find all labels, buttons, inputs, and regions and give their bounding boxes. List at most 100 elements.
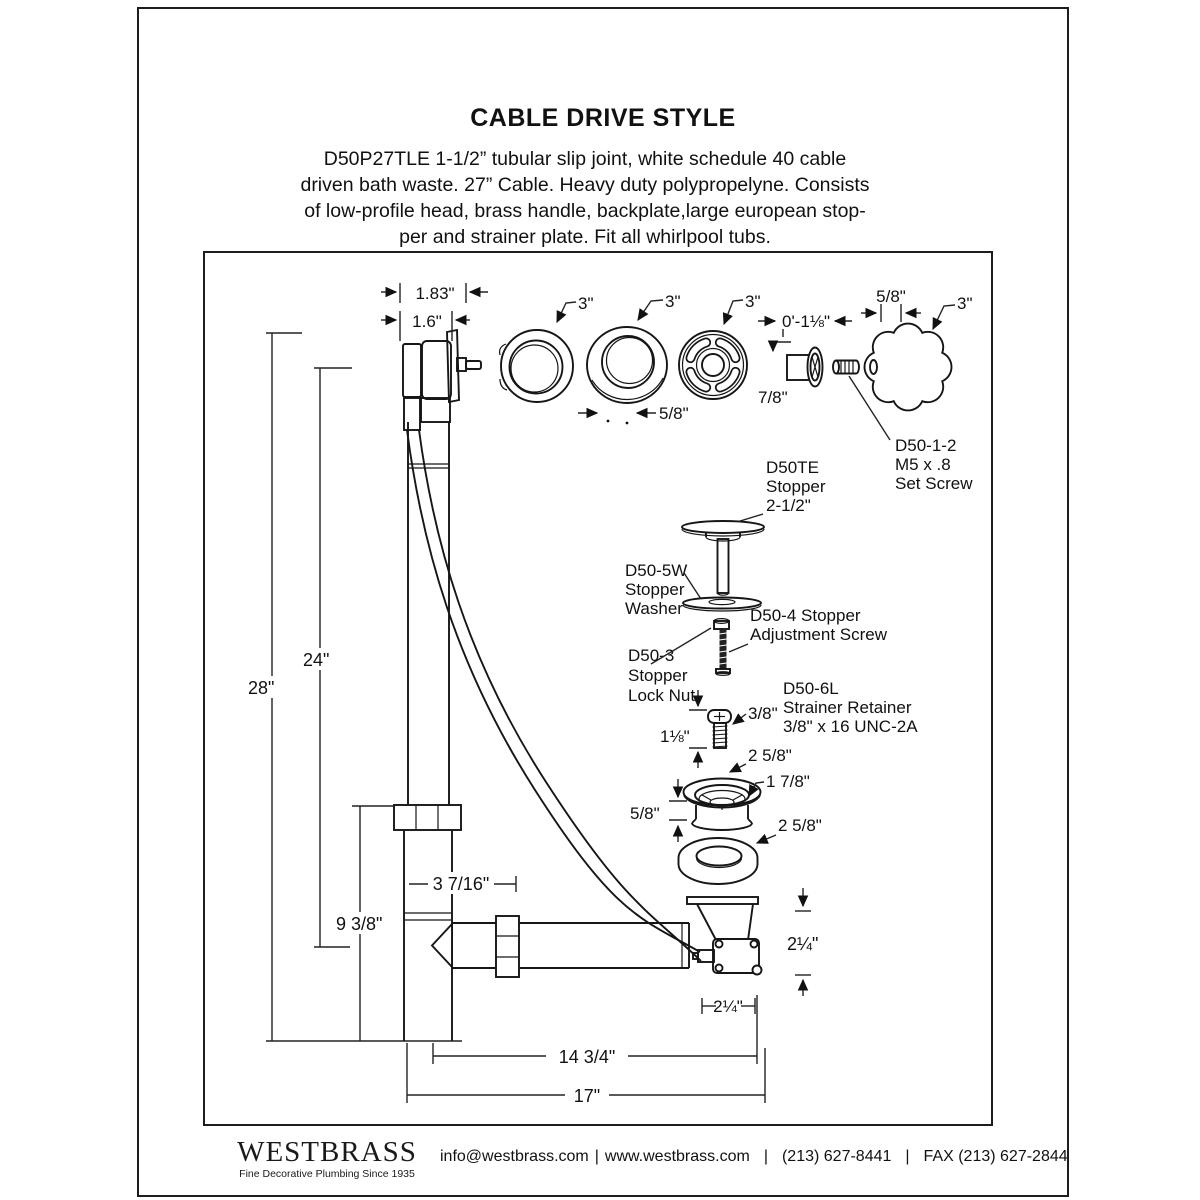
dim-9-3-8: 9 3/8" xyxy=(334,805,394,1041)
part-number: D50-4 Stopper xyxy=(750,606,861,625)
waste-arm xyxy=(452,915,690,978)
dim-2-58-label: 2 5/8" xyxy=(748,746,792,765)
brand-logo: WESTBRASS xyxy=(237,1136,417,1168)
contact-strip: info@westbrass.com|www.westbrass.com|(21… xyxy=(440,1148,1068,1166)
part-number: D50-3 xyxy=(628,646,674,665)
description-line: per and strainer plate. Fit all whirlpoo… xyxy=(399,226,771,248)
brand-tagline: Fine Decorative Plumbing Since 1935 xyxy=(239,1168,415,1180)
label-stopper-washer: D50-5W Stopper Washer xyxy=(625,561,702,618)
part-thread-spec: 3/8" x 16 UNC-2A xyxy=(783,717,918,736)
faceplate-ring-plain xyxy=(499,329,574,403)
part-number: D50-1-2 xyxy=(895,436,956,455)
waste-tee xyxy=(403,830,453,1041)
dim-2-14-horizontal: 2¼" xyxy=(701,997,756,1016)
label-lock-nut: D50-3 Stopper Lock Nut xyxy=(628,627,712,705)
label-strainer-retainer: D50-6L Strainer Retainer 3/8" x 16 UNC-2… xyxy=(783,679,918,736)
dim-7-8: 7/8" xyxy=(758,340,791,407)
contact-phone: (213) 627-8441 xyxy=(781,1148,892,1165)
dim-28-label: 28" xyxy=(248,678,274,698)
set-screw xyxy=(832,359,891,441)
dim-9-3-8-label: 9 3/8" xyxy=(336,914,382,934)
dim-3-knob: 3" xyxy=(932,294,973,331)
part-name: Stopper xyxy=(628,666,688,685)
drive-cable xyxy=(406,429,702,962)
cable-housing xyxy=(712,938,760,974)
description-line: driven bath waste. 27” Cable. Heavy duty… xyxy=(300,174,870,196)
dim-1-78-label: 1 7/8" xyxy=(766,772,810,791)
dim-1-83-label: 1.83" xyxy=(415,284,454,303)
description-line: of low-profile head, brass handle, backp… xyxy=(304,200,866,222)
stopper-washer xyxy=(682,596,762,612)
dim-3-faceplate-3: 3" xyxy=(722,292,761,326)
part-size: 2-1/2" xyxy=(766,496,811,515)
adjustment-screw xyxy=(715,629,731,676)
separator: | xyxy=(763,1148,768,1165)
part-number: D50-6L xyxy=(783,679,839,698)
part-name: Washer xyxy=(625,599,683,618)
stopper xyxy=(681,520,765,596)
page-border xyxy=(137,7,1069,1197)
part-number: D50-5W xyxy=(625,561,687,580)
dim-2-14-label: 2¼" xyxy=(787,934,818,954)
label-adjustment-screw: D50-4 Stopper Adjustment Screw xyxy=(728,606,888,653)
dim-1-6-label: 1.6" xyxy=(412,312,442,331)
dim-2-58-top: 2 5/8" xyxy=(728,746,792,773)
part-spec: M5 x .8 xyxy=(895,455,951,474)
cable-drive-head xyxy=(402,328,482,431)
dim-3-label: 3" xyxy=(665,292,681,311)
set-screw-hole xyxy=(869,359,878,375)
dim-14-34: 14 3/4" xyxy=(432,995,758,1067)
dim-7-8-label: 7/8" xyxy=(758,388,788,407)
page-title: CABLE DRIVE STYLE xyxy=(470,104,736,132)
dim-3-label: 3" xyxy=(957,294,973,313)
dim-24: 24" xyxy=(300,367,352,948)
drain-strainer-body xyxy=(686,896,763,976)
rubber-washer xyxy=(677,837,759,885)
dim-3-label: 3" xyxy=(578,294,594,313)
label-stopper: D50TE Stopper 2-1/2" xyxy=(726,458,826,526)
flow-cone xyxy=(430,921,453,970)
dim-3-8: 3/8" xyxy=(732,704,778,725)
dim-5-8-knob: 5/8" xyxy=(861,287,921,322)
dim-5-8-label: 5/8" xyxy=(876,287,906,306)
dim-3-716: 3 7/16" xyxy=(409,872,517,894)
strainer-flange xyxy=(686,896,759,905)
part-name: Adjustment Screw xyxy=(750,625,888,644)
label-set-screw: D50-1-2 M5 x .8 Set Screw xyxy=(895,436,973,493)
part-number: D50TE xyxy=(766,458,819,477)
dim-24-label: 24" xyxy=(303,650,329,670)
dim-1-18-label: 1⅛" xyxy=(660,727,690,746)
dim-2-14-label: 2¼" xyxy=(713,997,743,1016)
handle-stem xyxy=(465,360,482,370)
dim-3-faceplate-2: 3" xyxy=(637,292,681,321)
contact-fax: FAX (213) 627-2844 xyxy=(923,1148,1068,1165)
dim-1-83: 1.83" xyxy=(381,283,488,303)
description-line: D50P27TLE 1-1/2” tubular slip joint, whi… xyxy=(323,148,847,170)
contact-website: www.westbrass.com xyxy=(604,1148,750,1165)
diagram-frame xyxy=(203,251,993,1126)
dim-5-8-label: 5/8" xyxy=(630,804,660,823)
strainer-retainer xyxy=(682,777,762,831)
part-name: Stopper xyxy=(625,580,685,599)
dim-3-8-label: 3/8" xyxy=(748,704,778,723)
part-name: Set Screw xyxy=(895,474,973,493)
dim-1-18: 1⅛" xyxy=(660,690,707,768)
dim-3-label: 3" xyxy=(745,292,761,311)
dim-2-58-bottom: 2 5/8" xyxy=(755,816,822,844)
product-description: D50P27TLE 1-1/2” tubular slip joint, whi… xyxy=(120,146,1050,250)
contact-email: info@westbrass.com xyxy=(440,1148,589,1165)
dim-3-faceplate-1: 3" xyxy=(556,294,594,324)
dim-5-8-flange: 5/8" xyxy=(630,779,687,842)
part-name: Strainer Retainer xyxy=(783,698,912,717)
dim-5-8-faceplate: 5/8" xyxy=(578,404,689,425)
dim-14-34-label: 14 3/4" xyxy=(559,1047,615,1067)
dim-3-716-label: 3 7/16" xyxy=(433,874,489,894)
cable-port xyxy=(403,397,421,431)
tube-adapter xyxy=(420,397,451,423)
dim-1-78: 1 7/8" xyxy=(748,772,810,798)
dim-0-1-18: 0'-1⅛" xyxy=(758,312,852,337)
tube-hex-nut xyxy=(393,804,462,831)
dim-5-8-label: 5/8" xyxy=(659,404,689,423)
